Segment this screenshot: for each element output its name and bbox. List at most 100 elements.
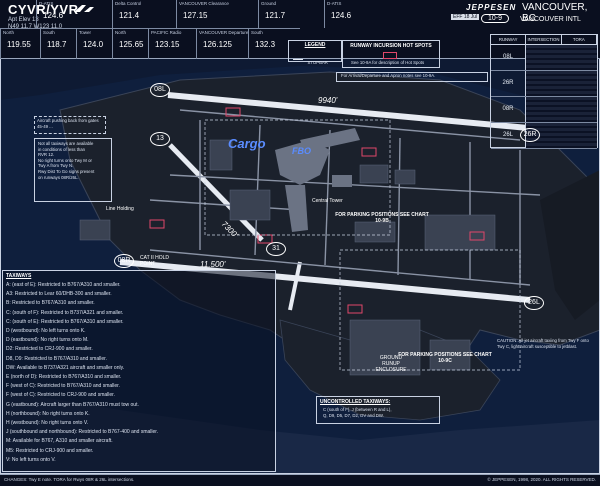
airline-logo-icon [74, 5, 94, 12]
freq-top-label: D-ATIS [327, 1, 342, 6]
tora-row: 08R [491, 97, 597, 123]
chart-footer: CHANGES: Twy E note. TORA for Rwys 08R &… [0, 474, 600, 486]
terminal-complex [275, 128, 360, 232]
taxiway-note-line: H (northbound): No right turns onto K. [6, 410, 90, 417]
taxiway-note-line: C: (south of F): Restricted to B737/A321… [6, 309, 124, 316]
taxiway-note-line: G (eastbound): Aircraft larger than B767… [6, 401, 139, 408]
freq-top-value: 124.6 [331, 11, 352, 20]
tora-runway-cell: 26R [491, 71, 526, 96]
taxiway-note-line: B: Restricted to B767/A310 and smaller. [6, 300, 95, 307]
parking-boundaries [204, 119, 521, 371]
general-note-line: No right turns onto Twy M or [38, 157, 92, 163]
runway-length-top: 9940' [318, 96, 338, 105]
freq-bottom-value: 125.65 [119, 40, 144, 49]
fbo-label: FBO [292, 146, 311, 156]
taxiway-notes: TAXIWAYS A: (east of E): Restricted to B… [2, 270, 276, 472]
freq-bottom-cell: North 125.65 [112, 29, 149, 59]
airport-identifier: CYVR/YVR [8, 2, 79, 17]
freq-bottom-value: 132.3 [255, 40, 276, 49]
airport-name: VANCOUVER INTL [520, 16, 581, 23]
freq-top-cell: VANCOUVER Clearance 127.15 [176, 0, 259, 28]
taxiway-note-line: D (westbound): No left turns onto K. [6, 328, 86, 335]
arrival-notes-bar: For Arrival/Departure and Apron notes se… [336, 72, 488, 82]
freq-bottom-cell: PACIFIC Radio 123.15 [148, 29, 197, 59]
runway-26R-label: 26R [520, 128, 540, 142]
freq-bottom-value: 123.15 [155, 40, 180, 49]
taxiway-note-line: M5: Restricted to CRJ-900 and smaller. [6, 447, 94, 454]
parking-note-north: FOR PARKING POSITIONS SEE CHART 10-9B [335, 212, 429, 224]
city-name: VANCOUVER, BC [522, 2, 588, 24]
airport-coordinates: N49 11.7 W123 11.0 [8, 24, 63, 30]
freq-top-value: 127.15 [183, 11, 208, 20]
airport-elevation: Apt Elev 13 [8, 17, 39, 23]
freq-bottom-value: 124.0 [83, 40, 104, 49]
cat2-hold-label: CAT II HOLD POINT [140, 255, 169, 267]
tora-detail-cell [526, 45, 597, 70]
freq-bottom-label: North [115, 30, 127, 35]
freq-bottom-cell: VANCOUVER Departure 126.125 [196, 29, 249, 59]
freq-top-value: 124.6 [43, 11, 64, 20]
freq-top-label: VANCOUVER Clearance [179, 1, 229, 6]
tora-header-cell: INTERSECTION [526, 35, 562, 44]
copyright: © JEPPESEN, 1998, 2020. ALL RIGHTS RESER… [487, 477, 596, 482]
freq-bottom-label: South [251, 30, 263, 35]
taxiway-note-line: H (westbound): No right turns onto V. [6, 420, 89, 427]
stopbar-label: STOPBAR [307, 60, 328, 65]
taxiway-note-line: DW: Available to B737/A321 aircraft and … [6, 364, 125, 371]
freq-bottom-label: PACIFIC Radio [151, 30, 182, 35]
pushback-note-text: Aircraft pushing back from gates 45-49 .… [37, 118, 99, 129]
general-note-line: Not all taxiways are available [38, 141, 94, 146]
taxiway-note-line: D (eastbound): No right turns onto M. [6, 337, 89, 344]
taxiway-notes-title: TAXIWAYS [6, 273, 32, 279]
hot-spots-panel: RUNWAY INCURSION HOT SPOTS See 10-9A for… [342, 40, 440, 68]
freq-top-value: 121.4 [119, 11, 140, 20]
freq-bottom-label: VANCOUVER Departure [199, 30, 249, 35]
taxiway-note-line: J (southbound and northbound): Restricte… [6, 429, 159, 436]
cargo-label: Cargo [228, 136, 266, 151]
runway-cross [288, 261, 302, 311]
freq-bottom-value: 126.125 [203, 40, 232, 49]
tora-runway-cell: 08R [491, 97, 526, 122]
uncontrolled-line-1: C (south of F), J (between R and L), [323, 407, 392, 412]
freq-bottom-label: North [3, 30, 15, 35]
hot-spot-sample [383, 52, 397, 59]
parking-note-south: FOR PARKING POSITIONS SEE CHART 10-9C [398, 352, 492, 364]
runway-08L-label: 08L [150, 83, 170, 97]
line-holding-label: Line Holding [106, 206, 134, 212]
taxiway-note-line: C: (south of E): Restricted to B767/A310… [6, 318, 124, 325]
legend-title: LEGEND [304, 42, 326, 48]
chart-header: CYVR/YVR Apt Elev 13 N49 11.7 W123 11.0 … [0, 0, 600, 59]
tora-detail-cell [526, 97, 597, 122]
general-note-line: Twy A from Twy N. [38, 163, 74, 169]
tora-runway-cell: 08L [491, 45, 526, 70]
taxiway-note-line: E (north of D): Restricted to B767/A310 … [6, 374, 122, 381]
uncontrolled-line-2: Q, D9, D5, D7, D2, DV and DW. [323, 412, 384, 418]
legend-panel: LEGEND STOPBAR [288, 40, 342, 65]
taxiway-note-line: F (west of C): Restricted to CRJ-900 and… [6, 392, 115, 399]
runway-13-label: 13 [150, 132, 170, 146]
tora-row: 26R [491, 71, 597, 97]
tora-row: 08L [491, 45, 597, 71]
chart-number: 10-9 [481, 14, 510, 23]
runway-13-31 [168, 143, 264, 242]
freq-bottom-value: 118.7 [47, 40, 67, 49]
freq-bottom-cell: South 132.3 [248, 29, 293, 59]
taxiway-notes-list: A: (east of E): Restricted to B767/A310 … [6, 281, 272, 465]
ground-runup-label: GROUND RUNUP ENCLOSURE [375, 355, 407, 373]
hot-spots-note: See 10-9A for description of Hot Spots [351, 60, 425, 65]
pushback-note: Aircraft pushing back from gates 45-49 .… [34, 116, 106, 134]
river-north [0, 58, 600, 100]
tora-row: 26L [491, 123, 597, 149]
jeppesen-logo: JEPPESEN [466, 3, 517, 12]
freq-top-label: Ground [261, 1, 277, 6]
